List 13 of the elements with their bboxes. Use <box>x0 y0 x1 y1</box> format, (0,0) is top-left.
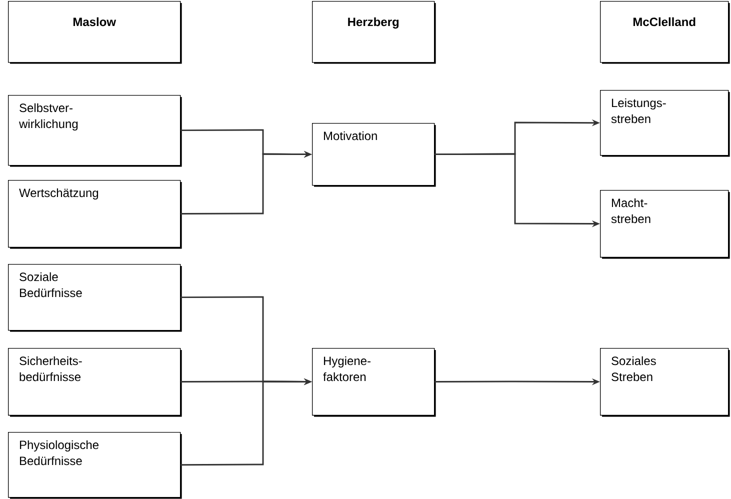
text-box: Motivation <box>312 123 436 187</box>
text-box: Selbstver- wirklichung <box>8 95 182 167</box>
text-box: Macht- streben <box>600 190 730 259</box>
text-box: Leistungs- streben <box>600 90 730 157</box>
header-box: McClelland <box>600 1 730 64</box>
header-box: Maslow <box>8 1 182 64</box>
text-box: Soziale Bedürfnisse <box>8 264 182 332</box>
text-box: Soziales Streben <box>600 348 730 417</box>
text-box: Sicherheits- bedürfnisse <box>8 348 182 417</box>
text-box: Hygiene- faktoren <box>312 348 436 417</box>
header-box: Herzberg <box>312 1 436 64</box>
text-box: Wertschätzung <box>8 180 182 249</box>
text-box: Physiologische Bedürfnisse <box>8 432 182 499</box>
